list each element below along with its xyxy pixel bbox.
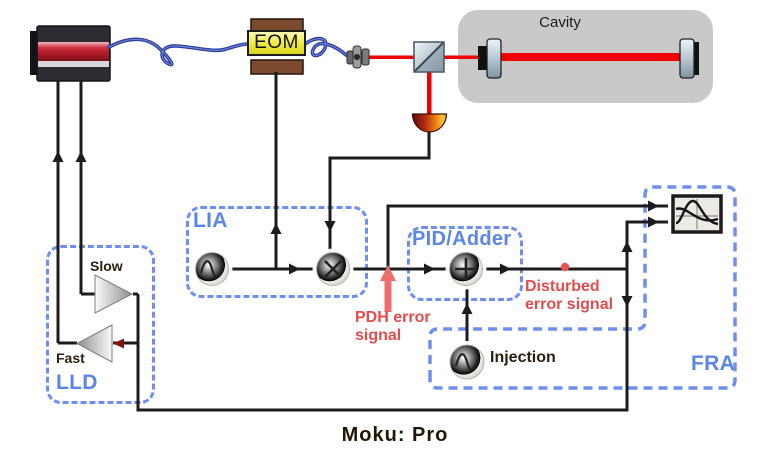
slow-amplifier-label: Slow [90,258,123,274]
injection-oscillator-icon [446,341,488,383]
lia-label: LIA [193,209,228,232]
amplifier-icon [75,274,134,363]
fiber-icon [107,36,348,67]
slow-amplifier [94,274,134,314]
collimator-icon [346,45,370,69]
laser-icon [30,25,111,82]
pdh-error-label: PDH error signal [355,309,431,344]
lld-block-outline [46,245,155,404]
device-label: Moku: Pro [341,424,449,446]
pdh-error-arrow [380,265,396,312]
wire-feedback-loop [136,269,629,412]
fast-amplifier-label: Fast [56,350,85,366]
wire-error-to-fra [386,204,668,269]
wire-slow-to-laser [79,81,96,296]
adder-icon [445,248,487,290]
injection-label: Injection [490,349,556,366]
fast-amplifier [75,324,113,363]
eom-icon [247,18,306,75]
pid-adder-label: PID/Adder [412,228,512,250]
oscillator-icon [191,248,233,290]
wire-arrowheads [52,151,659,349]
pid-adder-block-outline [407,226,523,301]
wire-pd-to-mixer [328,132,431,253]
wire-fast-to-laser [56,81,77,345]
fra-display-icon [671,194,723,234]
disturbed-error-label: Disturbed error signal [525,278,614,313]
disturbed-error-marker [560,262,570,272]
eom-label: EOM [254,32,299,53]
cavity-mirror-icon [478,38,699,79]
wire-riser-to-fra [625,220,668,269]
mixer-icon [312,248,354,290]
lld-label: LLD [56,371,98,394]
fra-label: FRA [691,352,736,375]
photodetector-icon [411,113,448,133]
beamsplitter-icon [413,41,445,73]
signal-wires [56,72,668,412]
cavity-label: Cavity [539,14,581,31]
